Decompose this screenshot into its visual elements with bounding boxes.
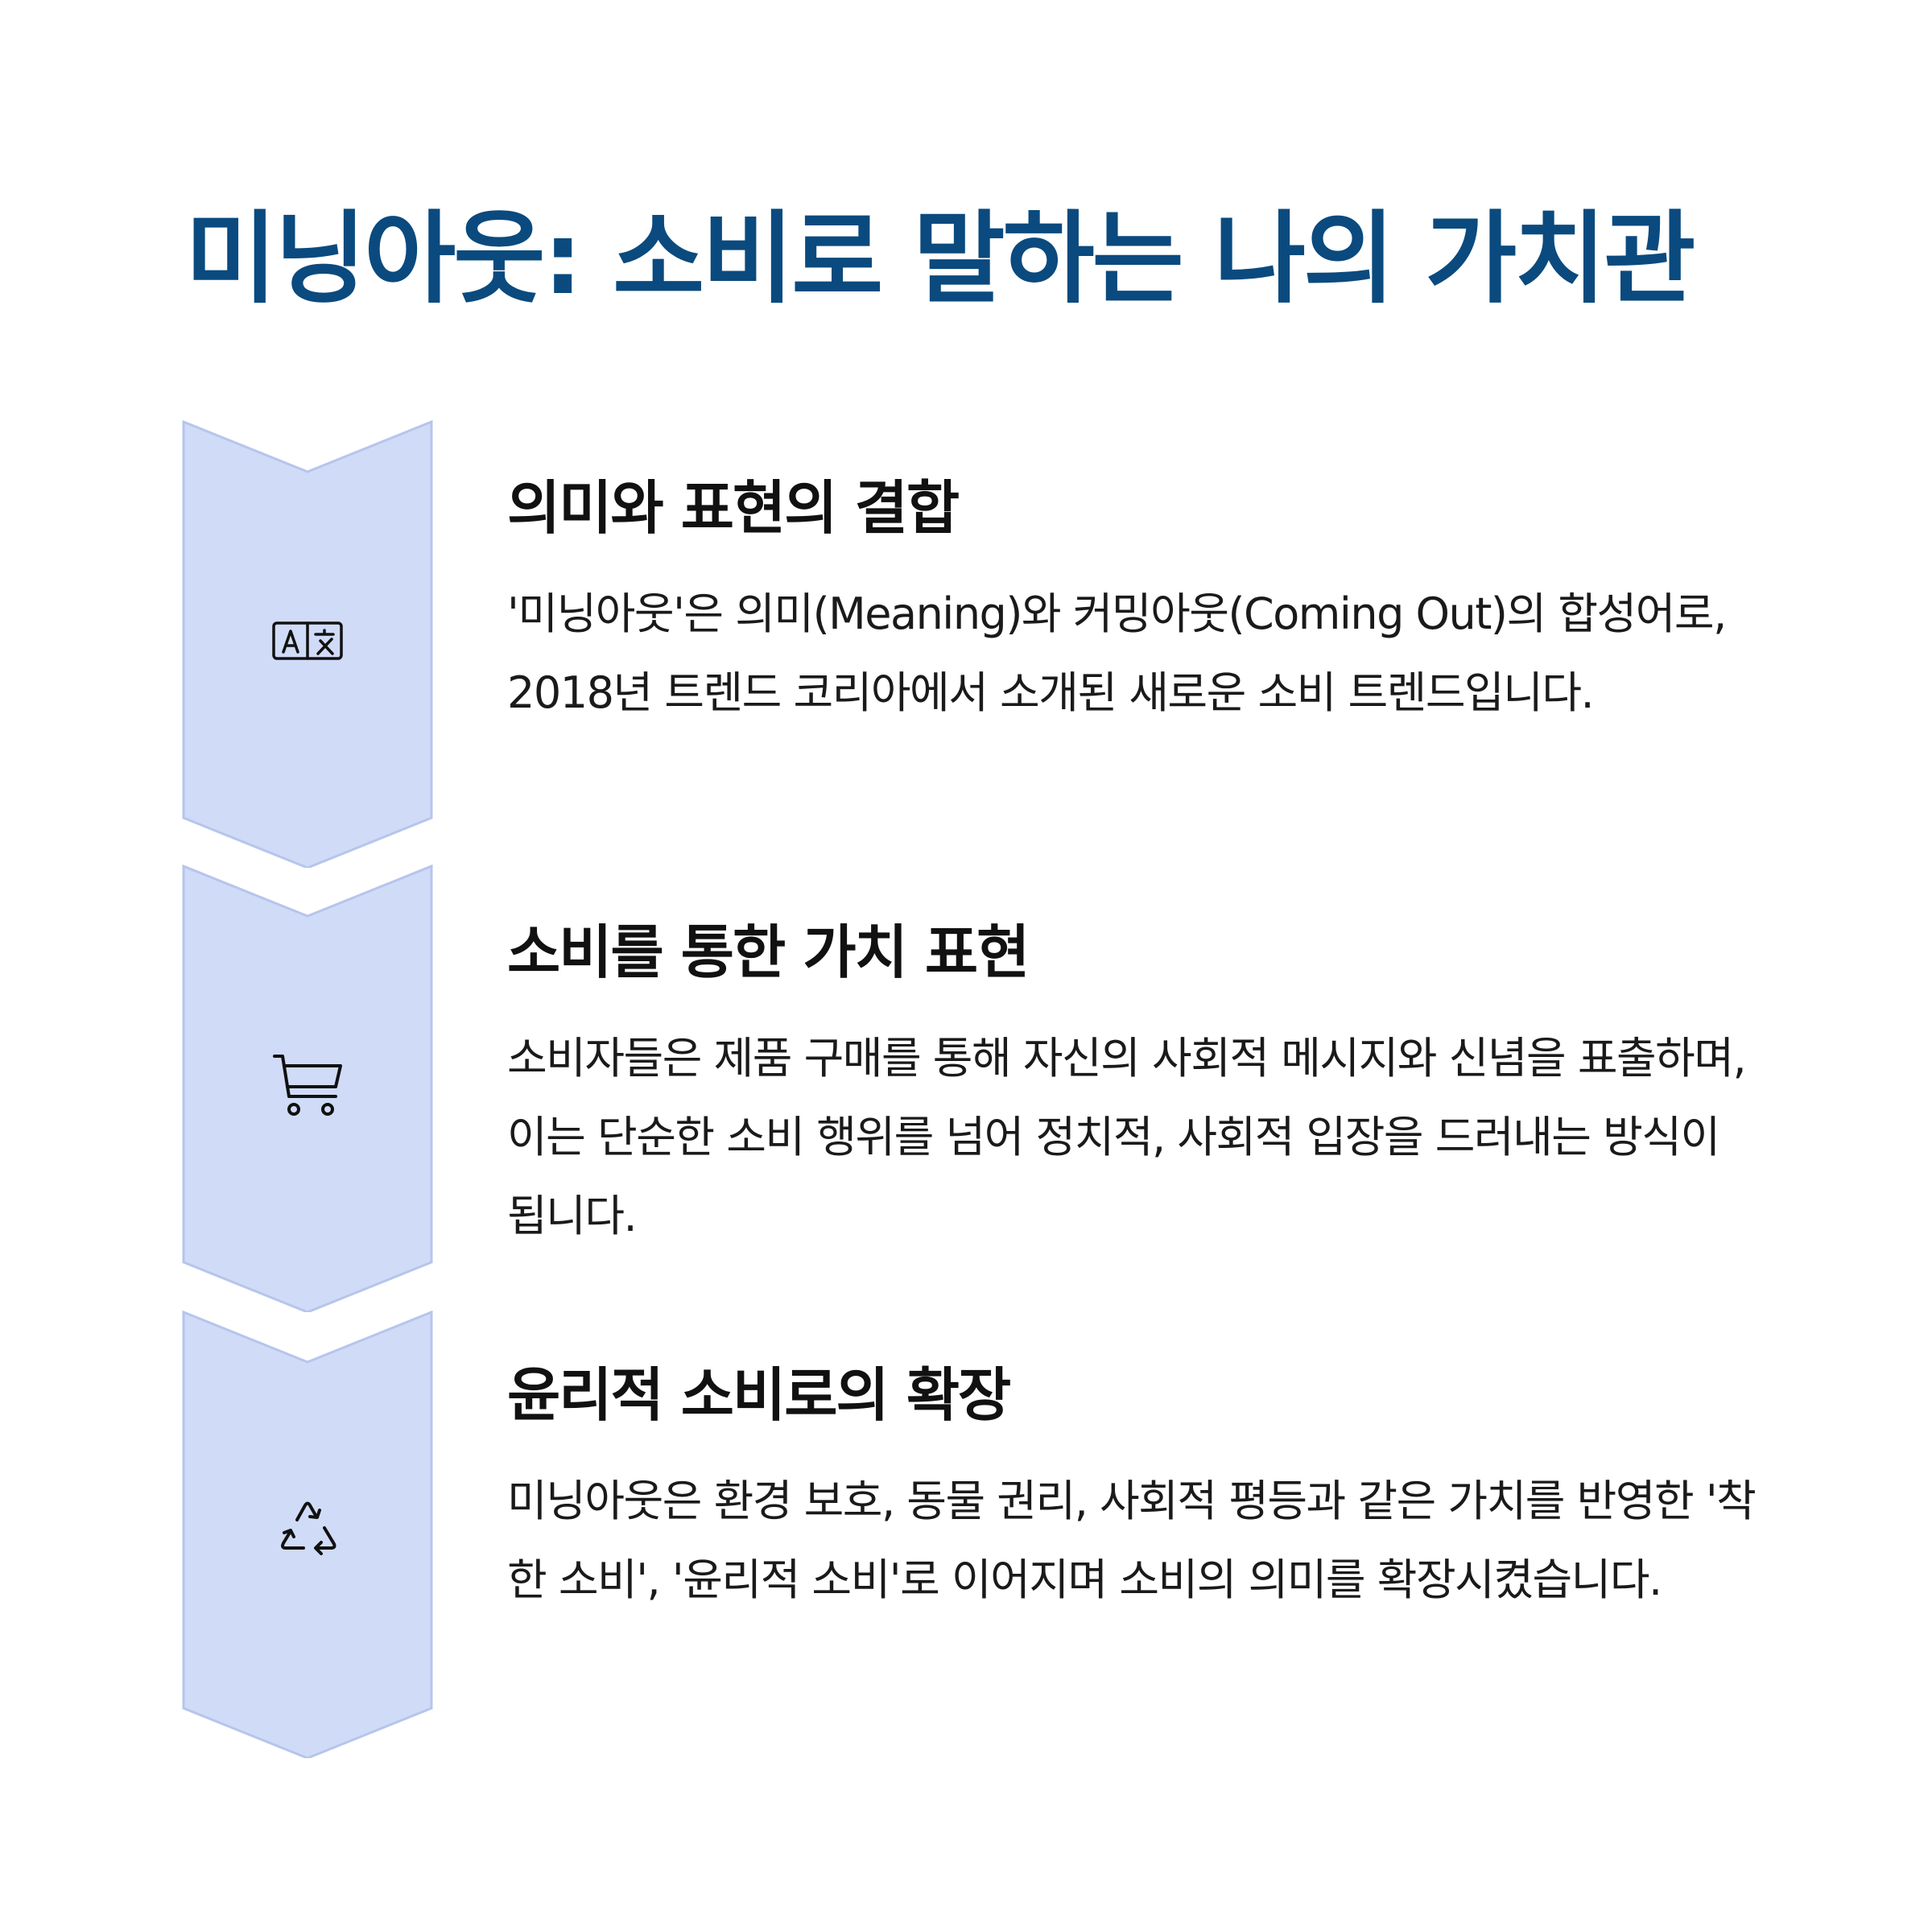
step-2-text: 소비를 통한 가치 표현 소비자들은 제품 구매를 통해 자신의 사회적 메시지… xyxy=(507,918,1763,1256)
chevron-shape xyxy=(182,865,433,1312)
step-2-chevron xyxy=(182,865,433,1312)
shopping-cart-icon xyxy=(271,1050,344,1122)
step-3-text: 윤리적 소비로의 확장 미닝아웃은 환경 보호, 동물 권리, 사회적 평등과 … xyxy=(507,1360,1763,1620)
step-description: '미닝아웃'은 의미(Meaning)와 커밍아웃(Coming Out)의 합… xyxy=(507,588,1727,719)
step-description: 소비자들은 제품 구매를 통해 자신의 사회적 메시지와 신념을 표출하며, 이… xyxy=(507,1033,1747,1242)
step-heading: 소비를 통한 가치 표현 xyxy=(507,919,1030,986)
step-description: 미닝아웃은 환경 보호, 동물 권리, 사회적 평등과 같은 가치를 반영한 '… xyxy=(507,1476,1757,1606)
step-heading: 의미와 표현의 결합 xyxy=(507,474,960,542)
translate-icon xyxy=(271,605,344,678)
step-1-text: 의미와 표현의 결합 '미닝아웃'은 의미(Meaning)와 커밍아웃(Com… xyxy=(507,473,1763,733)
page-title: 미닝아웃: 소비로 말하는 나의 가치관 xyxy=(185,201,1695,317)
chevron-shape xyxy=(182,1311,433,1758)
step-1-chevron xyxy=(182,420,433,868)
recycle-icon xyxy=(271,1492,344,1565)
step-heading: 윤리적 소비로의 확장 xyxy=(507,1361,1011,1429)
step-3-chevron xyxy=(182,1311,433,1758)
